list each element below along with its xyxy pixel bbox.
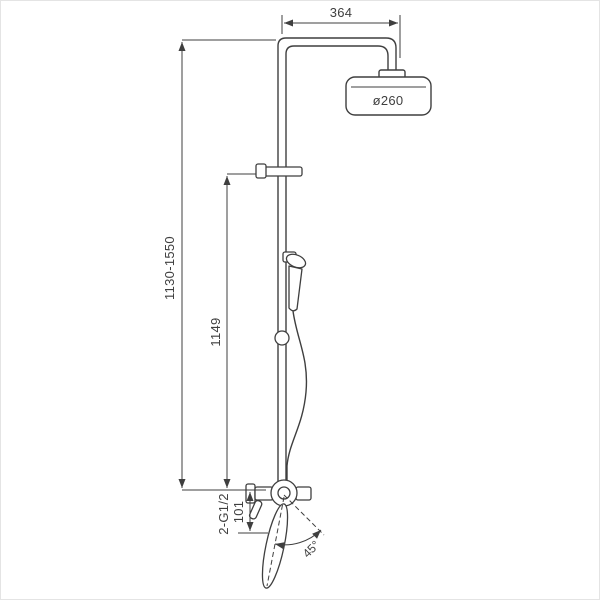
angled-centerline	[283, 494, 325, 536]
dim-height-range	[178, 39, 276, 491]
spout-centerline	[266, 496, 285, 587]
hand-shower	[282, 251, 307, 312]
riser-arm-inner-line	[285, 45, 389, 483]
dim-slide-bar-height	[223, 173, 256, 488]
arm-length-label: 364	[330, 5, 353, 20]
shower-column	[277, 37, 397, 483]
riser-arm-outer-line	[277, 37, 397, 483]
height-range-label: 1130-1550	[162, 236, 177, 300]
left-union	[254, 486, 274, 501]
head-diameter-label: ø260	[373, 93, 404, 108]
bracket-knob	[255, 163, 267, 179]
slide-ring	[274, 330, 290, 346]
shower-hose	[286, 310, 308, 480]
spout-projection-label: 101	[231, 501, 246, 524]
hand-shower-handle	[288, 265, 303, 312]
dim-spout-projection	[238, 492, 268, 534]
spout-angle-indicator	[266, 494, 325, 587]
slider-bracket	[255, 163, 303, 179]
right-union	[295, 486, 312, 501]
overhead-shower	[345, 69, 432, 116]
slide-bar-height-label: 1149	[208, 317, 223, 346]
angle-arc	[274, 529, 322, 550]
connection-size-label: 2-G1/2	[216, 493, 231, 535]
bracket-bar	[263, 166, 303, 177]
dim-arm-length	[281, 15, 401, 58]
